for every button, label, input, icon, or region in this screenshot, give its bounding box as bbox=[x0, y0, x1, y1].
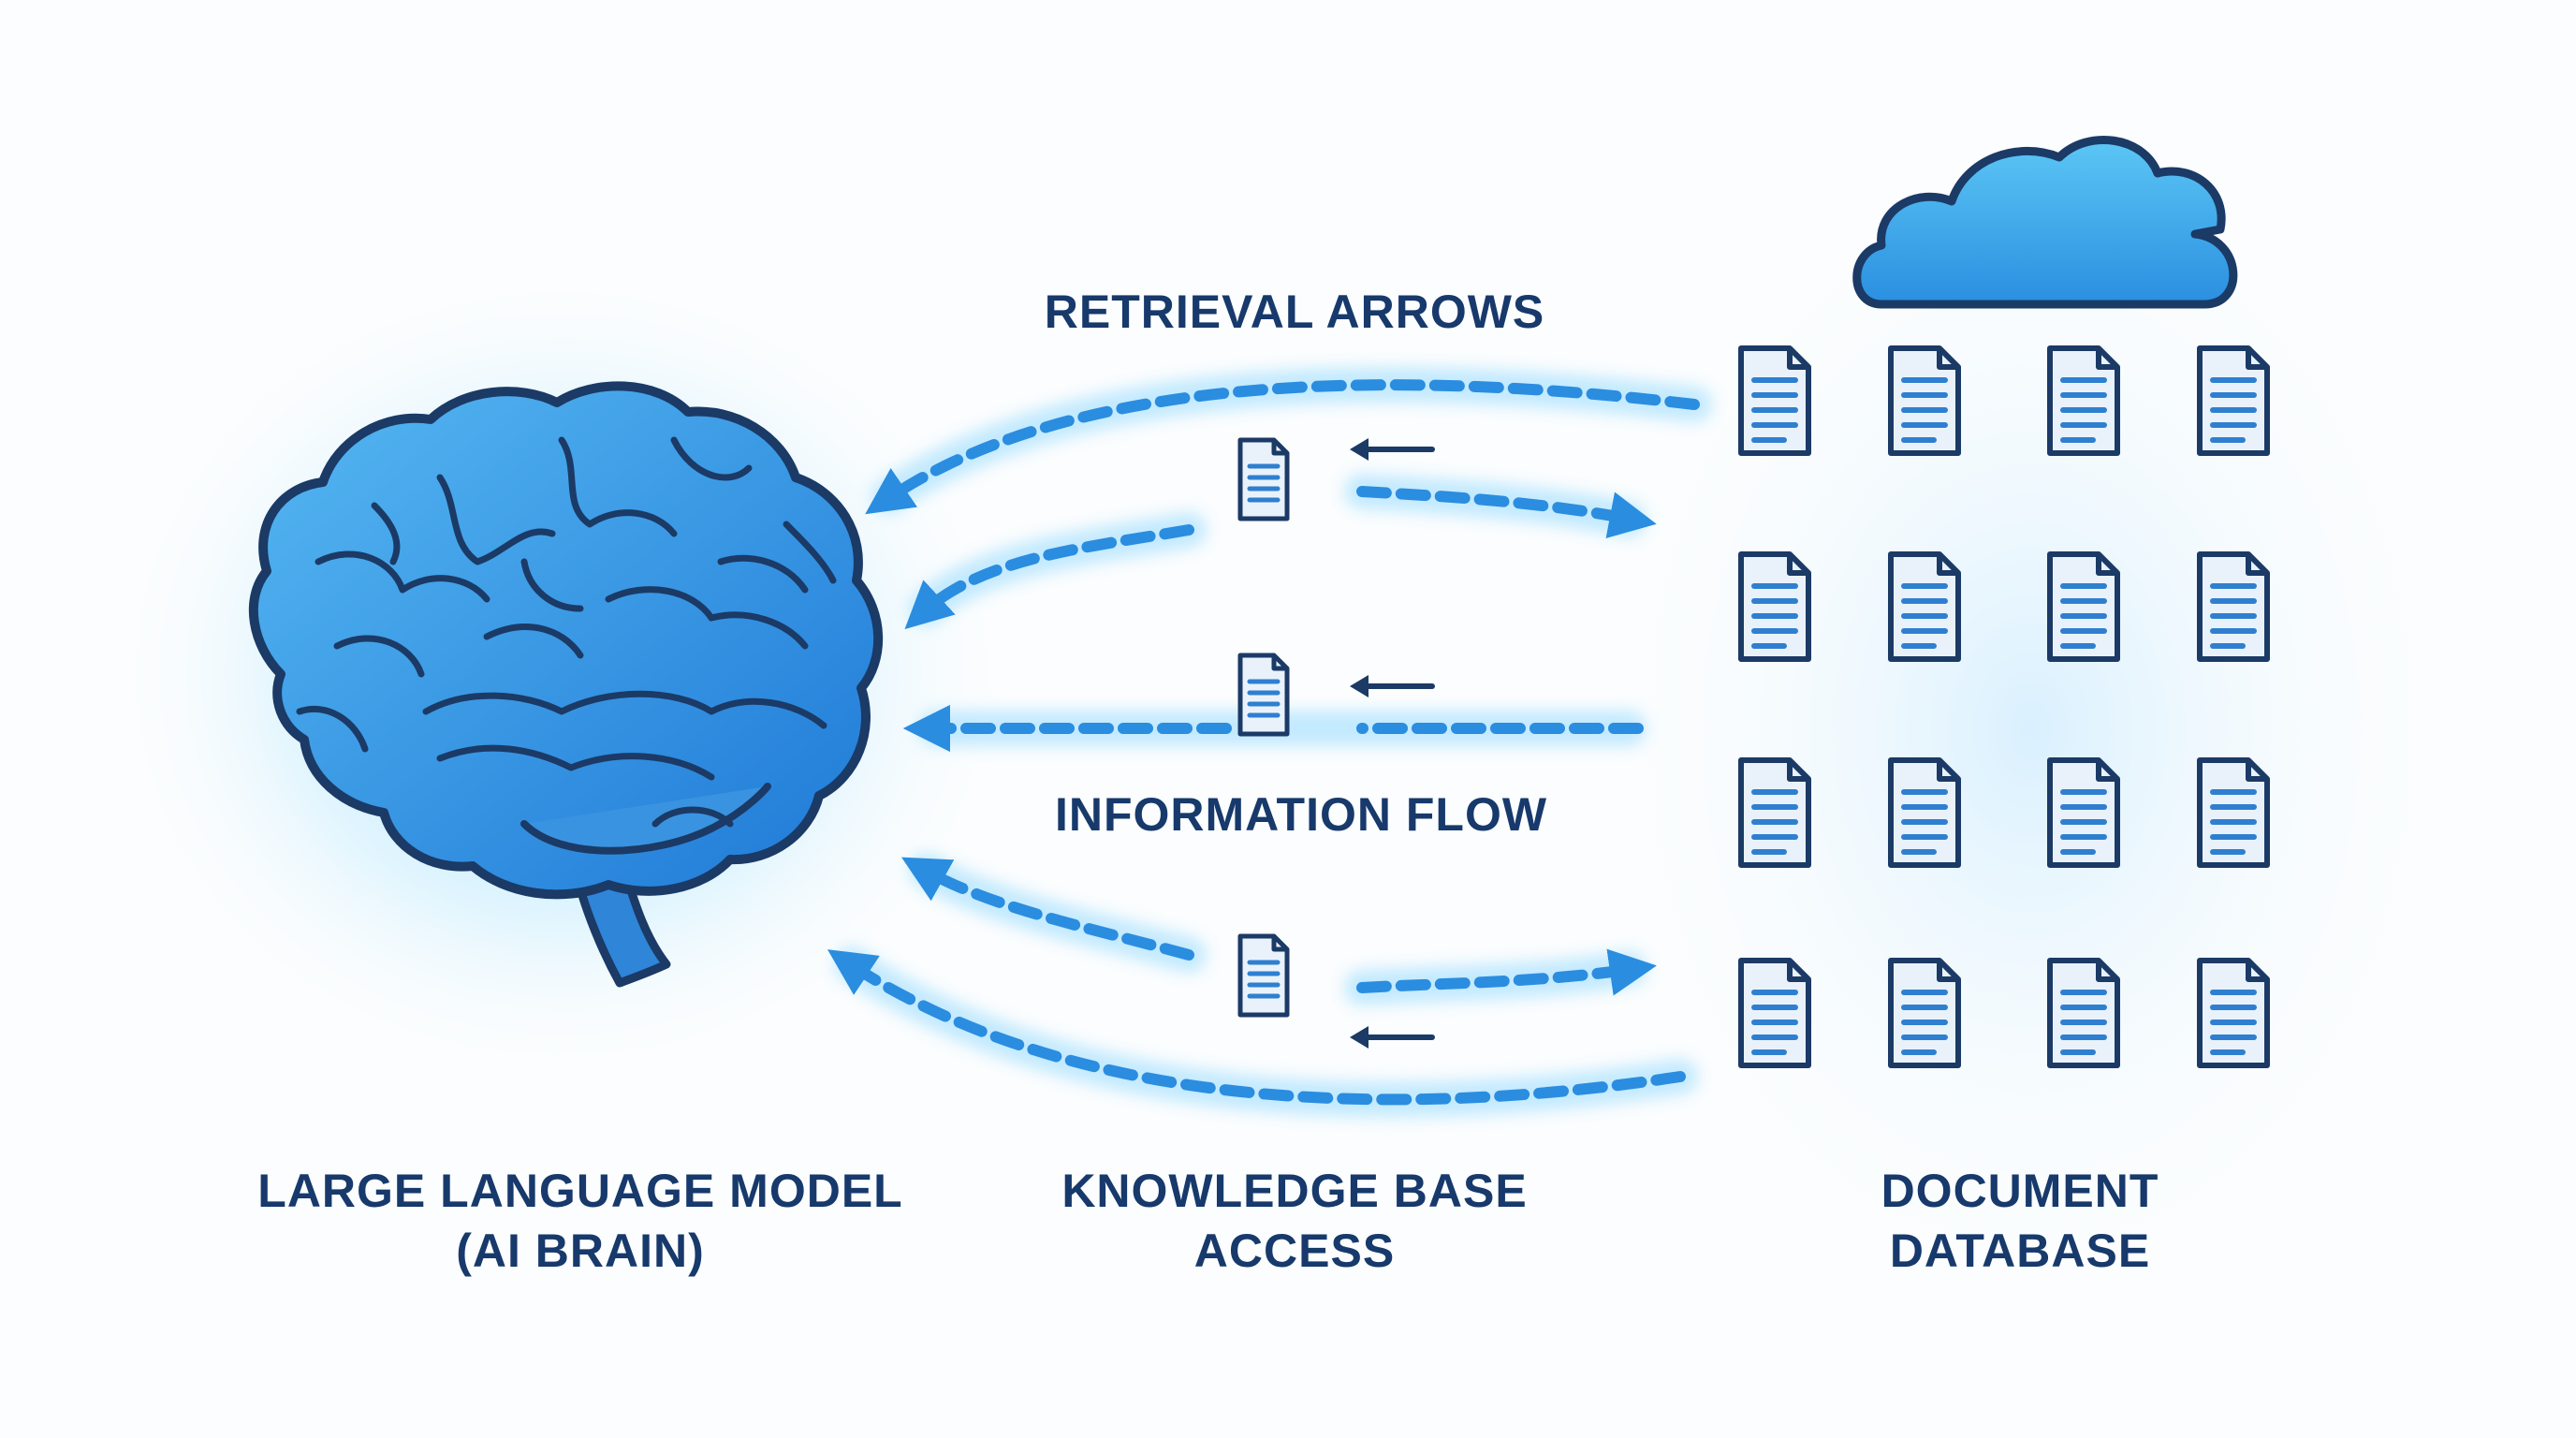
document-icon bbox=[2200, 760, 2267, 865]
document-icon bbox=[1891, 961, 1958, 1065]
document-icon bbox=[2050, 760, 2117, 865]
kb-label-line2: ACCESS bbox=[1193, 1225, 1396, 1277]
kb-label-line1: KNOWLEDGE BASE bbox=[1061, 1165, 1528, 1217]
document-icon bbox=[1891, 554, 1958, 659]
llm-label: LARGE LANGUAGE MODEL (AI BRAIN) bbox=[257, 1161, 902, 1281]
document-icon bbox=[1891, 760, 1958, 865]
db-label-line2: DATABASE bbox=[1889, 1225, 2151, 1277]
retrieval-arrows-label: RETRIEVAL ARROWS bbox=[1044, 286, 1545, 338]
db-label-line1: DOCUMENT bbox=[1881, 1165, 2159, 1217]
document-icon bbox=[1240, 936, 1287, 1015]
document-icon bbox=[1741, 961, 1808, 1065]
dashed-arrow bbox=[904, 524, 1194, 630]
document-icon bbox=[2050, 554, 2117, 659]
document-icon bbox=[2050, 348, 2117, 453]
document-icon bbox=[1741, 348, 1808, 453]
document-icon bbox=[2050, 961, 2117, 1065]
document-icon bbox=[1240, 655, 1287, 734]
llm-label-line1: LARGE LANGUAGE MODEL bbox=[257, 1165, 903, 1217]
cloud-icon bbox=[1852, 136, 2238, 309]
dashed-arrow bbox=[1356, 948, 1657, 996]
knowledge-base-label: KNOWLEDGE BASE ACCESS bbox=[1061, 1161, 1527, 1281]
document-icon bbox=[2200, 554, 2267, 659]
dashed-arrow bbox=[827, 949, 1686, 1106]
brain-icon bbox=[248, 381, 884, 988]
document-icon bbox=[1891, 348, 1958, 453]
dashed-arrow bbox=[1356, 486, 1657, 539]
dashed-arrow bbox=[865, 379, 1700, 515]
information-flow-label: INFORMATION FLOW bbox=[1054, 788, 1548, 841]
document-icon bbox=[1741, 760, 1808, 865]
llm-label-line2: (AI BRAIN) bbox=[456, 1225, 705, 1277]
document-icon bbox=[1240, 440, 1287, 519]
document-database-label: DOCUMENT DATABASE bbox=[1881, 1161, 2159, 1281]
document-icon bbox=[1741, 554, 1808, 659]
short-arrows bbox=[1350, 438, 1435, 1049]
dashed-arrows bbox=[827, 379, 1700, 1106]
database-glow bbox=[1601, 150, 2462, 1311]
dashed-arrow bbox=[901, 857, 1194, 961]
document-icon bbox=[2200, 961, 2267, 1065]
document-icon bbox=[2200, 348, 2267, 453]
